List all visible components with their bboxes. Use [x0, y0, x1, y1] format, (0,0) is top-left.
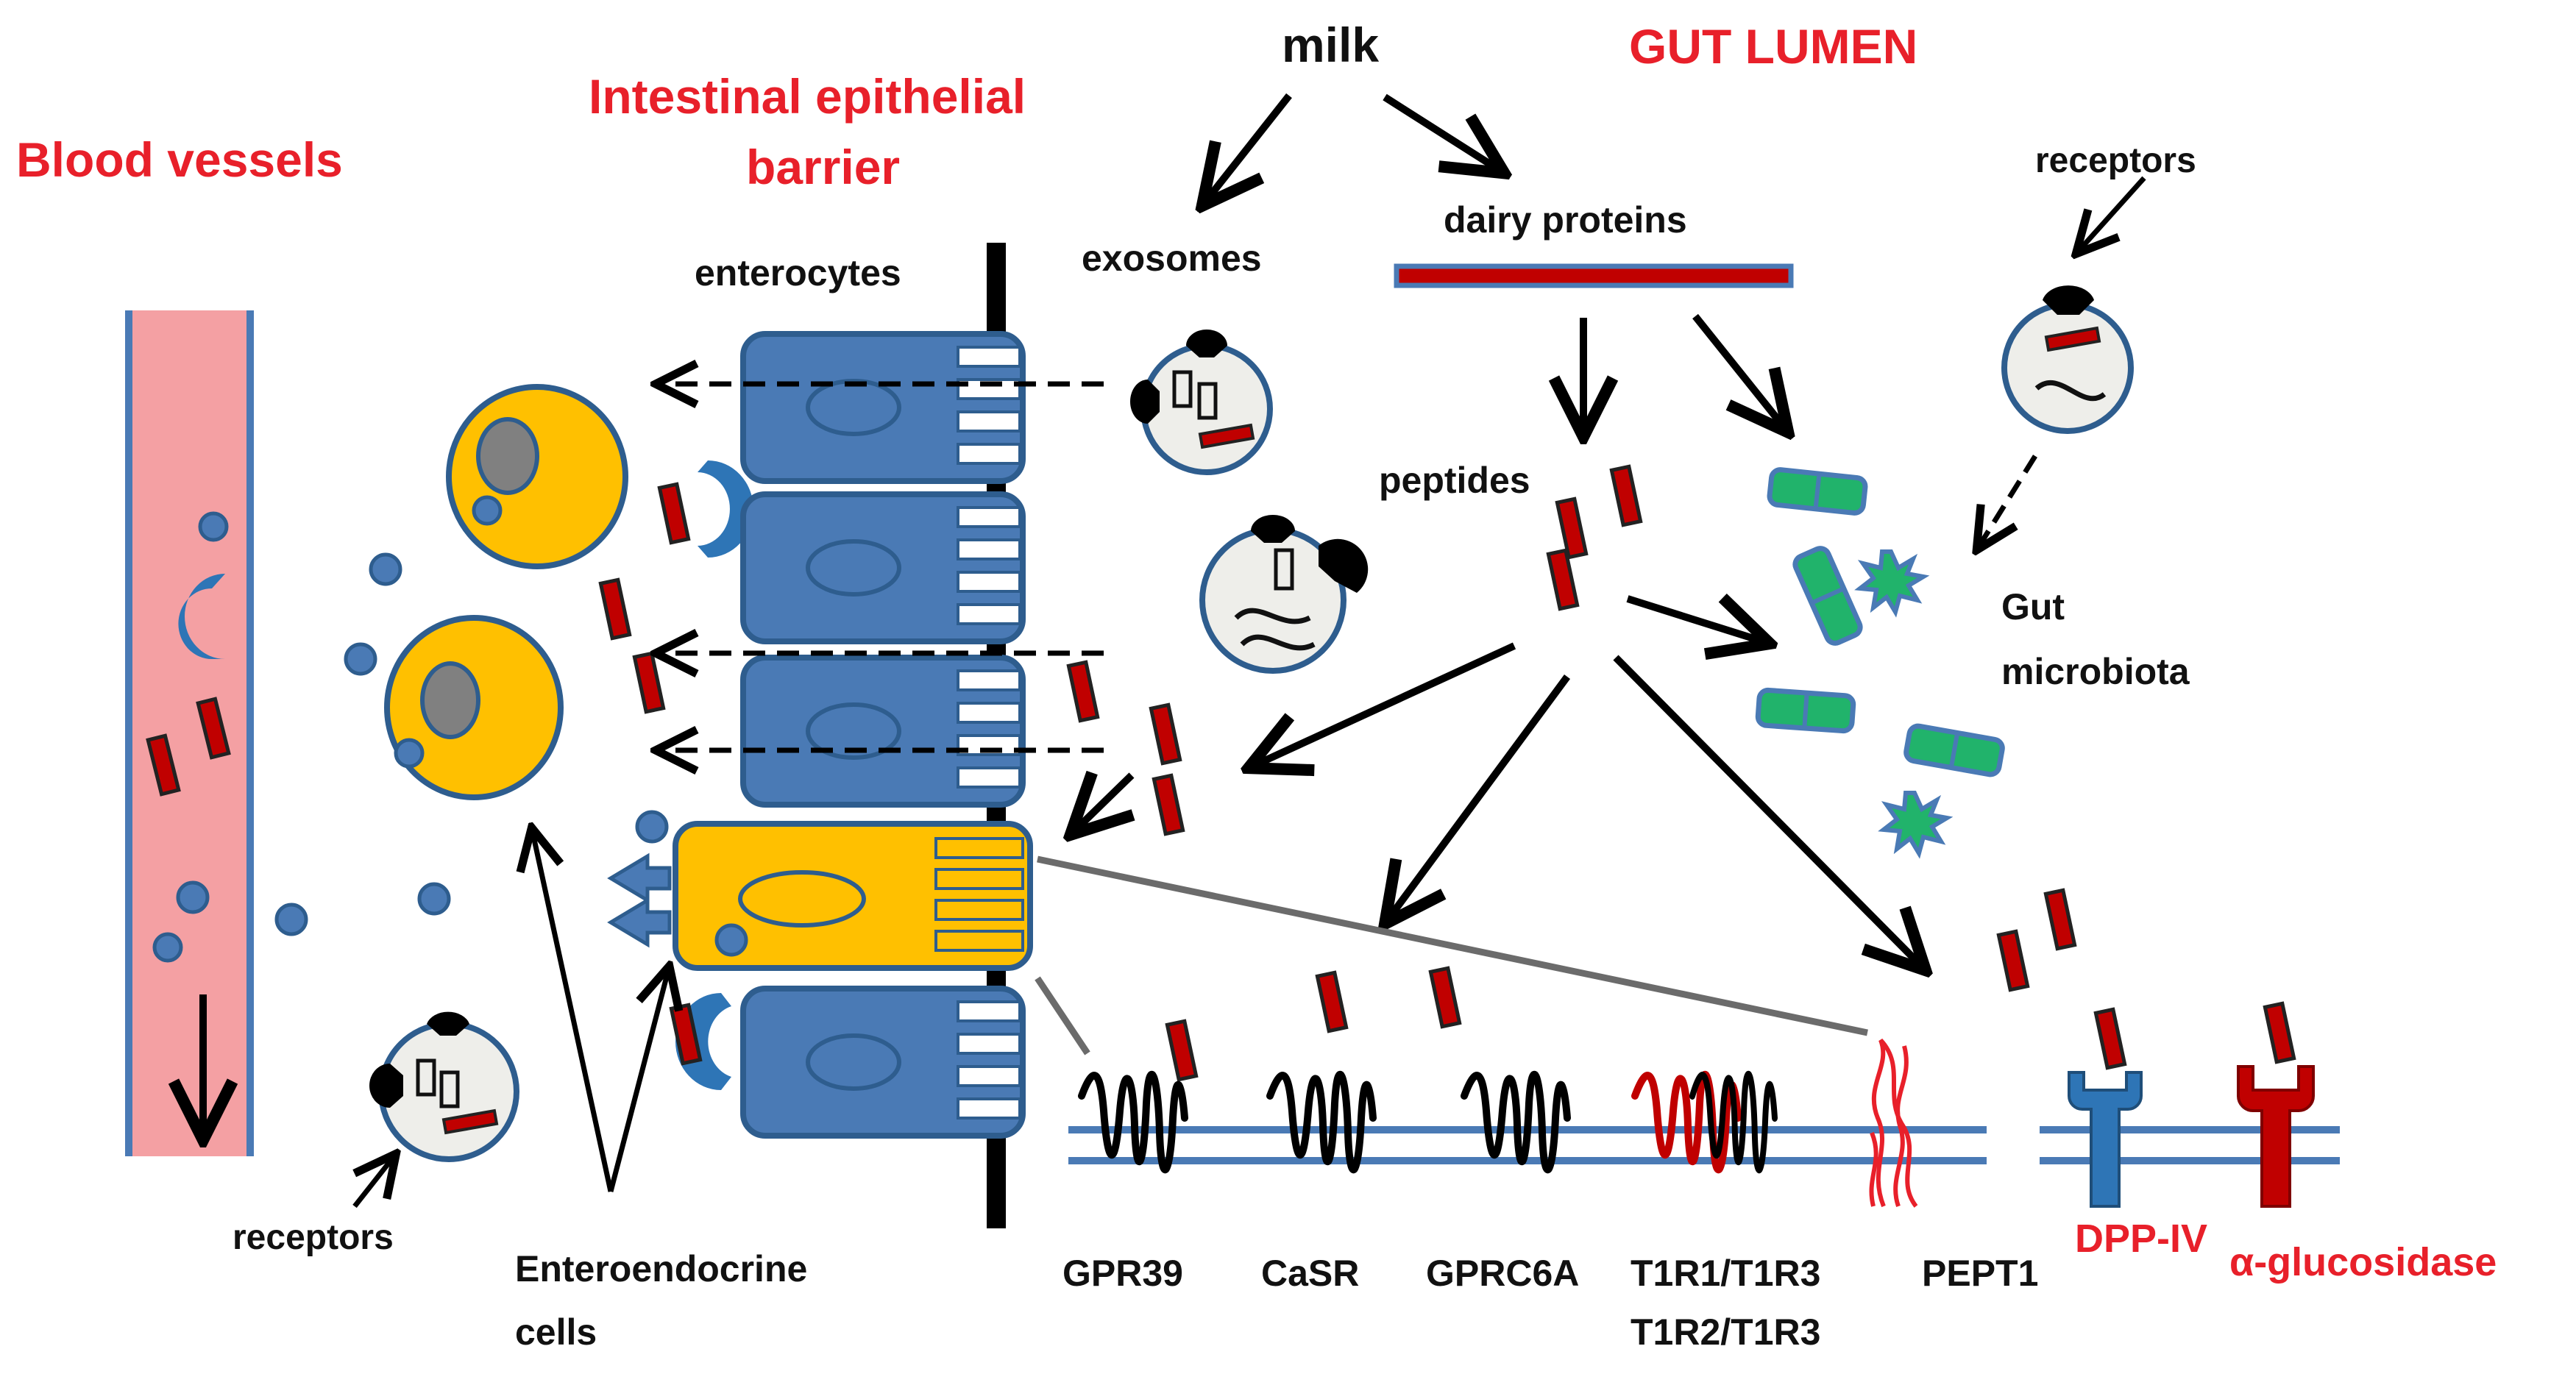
receptor-t1r — [1635, 1075, 1775, 1170]
receptor-dpp4 — [2068, 1071, 2143, 1208]
enteroendocrine-line2: cells — [515, 1311, 597, 1353]
flow-arrows — [352, 93, 2146, 1209]
label-gprc6a: GPRC6A — [1426, 1253, 1579, 1294]
zoom-lines — [1035, 855, 1868, 1056]
blood-vessel — [125, 310, 254, 1156]
exosome-bottom — [369, 1011, 519, 1162]
receptor-crescent-top — [698, 460, 753, 558]
transcytosis-arrows — [661, 384, 1104, 750]
receptor-casr — [1270, 1075, 1373, 1170]
gut-microbiota-line1: Gut — [2001, 586, 2065, 627]
dairy-proteins-label: dairy proteins — [1444, 199, 1687, 241]
peptides-label: peptides — [1379, 460, 1530, 501]
label-gpr39: GPR39 — [1062, 1253, 1183, 1294]
barrier-title-line1: Intestinal epithelial — [589, 69, 1026, 124]
exosomes-label: exosomes — [1082, 238, 1262, 279]
yellow-cell-middle — [384, 615, 564, 800]
gut-microbiota-line2: microbiota — [2001, 651, 2190, 692]
label-t1r1-t1r3: T1R1/T1R3 — [1631, 1253, 1820, 1294]
receptor-alpha-glucosidase — [2237, 1065, 2315, 1208]
enteroendocrine-line1: Enteroendocrine — [515, 1248, 807, 1289]
barrier-title-line2: barrier — [746, 140, 900, 194]
apical-membrane — [1068, 1126, 2340, 1164]
enterocyte-stack — [671, 334, 1033, 1136]
dairy-protein-bar — [1394, 263, 1794, 288]
gut-microbiota — [1757, 469, 2004, 853]
label-t1r2-t1r3: T1R2/T1R3 — [1631, 1311, 1820, 1353]
yellow-cell-top — [446, 384, 628, 569]
milk-label: milk — [1282, 18, 1379, 72]
receptors-top-label: receptors — [2035, 141, 2196, 180]
label-dpp4: DPP-IV — [2075, 1217, 2207, 1261]
receptor-gpr39 — [1082, 1075, 1185, 1170]
label-pept1: PEPT1 — [1922, 1253, 2038, 1294]
label-casr: CaSR — [1261, 1253, 1359, 1294]
label-alpha-glucosidase: α-glucosidase — [2229, 1240, 2497, 1284]
exosome-receptor-top — [2001, 285, 2134, 434]
hormone-dots — [274, 552, 669, 936]
receptor-pept1 — [1869, 1038, 1918, 1208]
enteroendocrine-cell — [673, 821, 1033, 971]
exosome-top — [1130, 330, 1273, 475]
blood-vessels-title: Blood vessels — [16, 132, 343, 187]
enterocytes-label: enterocytes — [695, 252, 901, 293]
receptor-gprc6a — [1464, 1075, 1567, 1170]
receptors-bottom-label: receptors — [233, 1218, 394, 1257]
exosome-middle — [1199, 515, 1369, 674]
secretion-arrows — [607, 852, 672, 948]
gut-lumen-title: GUT LUMEN — [1629, 19, 1917, 74]
